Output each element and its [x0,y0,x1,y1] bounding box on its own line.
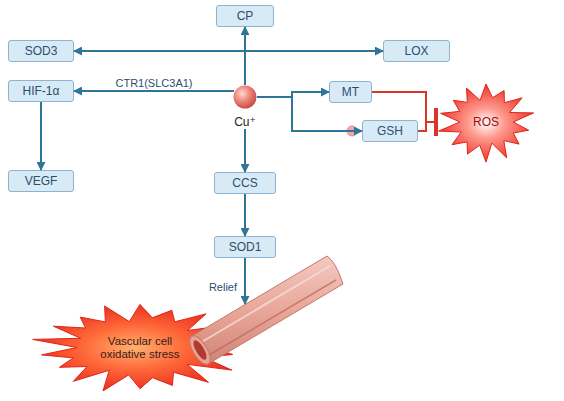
node-text: CP [237,9,254,23]
inhibition-line [372,92,436,122]
copper-dot [347,126,357,136]
arrow-connector [74,90,234,92]
process-box: LOX [383,40,450,62]
node-text: HIF-1α [23,84,60,98]
vessel-shade [204,280,336,358]
copper-ion: Cu⁺ [225,85,265,129]
node-text: SOD1 [229,240,262,254]
process-box: MT [329,81,372,103]
process-box: HIF-1α [8,80,74,102]
process-box: VEGF [8,170,74,192]
copper-ball-fill [234,86,257,109]
edge-label: Relief [209,281,237,293]
node-text: GSH [377,124,403,138]
node-text: ROS [473,115,499,129]
node-text: CCS [232,176,257,190]
process-box: CP [216,5,274,27]
star-fill [439,84,534,162]
arrow-connector [257,97,362,131]
arrow-connector [74,51,245,85]
arrow-connector [244,194,246,236]
edge-label: CTR1(SLC3A1) [115,77,192,89]
arrow-connector [257,92,329,97]
star-fill [33,304,236,391]
node-text: Vascular cell oxidative stress [92,335,188,361]
arrow-connector [40,102,42,170]
vessel-wall [192,256,343,364]
arrow-connector [245,51,383,85]
vessel-opening [186,333,214,368]
node-text: MT [342,85,359,99]
node-text: SOD3 [25,44,58,58]
blood-vessel [186,256,343,367]
star-burst: Vascular cell oxidative stress [30,300,250,395]
connector-group [41,27,436,304]
arrow-connector [244,27,246,85]
inhibition-line [418,122,436,131]
node-text: VEGF [25,174,58,188]
node-text: Cu⁺ [234,115,256,129]
vessel-highlight [200,266,330,343]
process-box: CCS [214,172,276,194]
star-burst: ROS [436,80,536,164]
process-box: SOD3 [8,40,74,62]
arrow-connector [244,129,246,172]
process-box: SOD1 [214,236,276,258]
copper-ball [233,85,257,109]
process-box: GSH [362,120,418,142]
node-text: LOX [404,44,428,58]
vessel-lumen [191,338,209,361]
arrow-connector [244,258,246,304]
